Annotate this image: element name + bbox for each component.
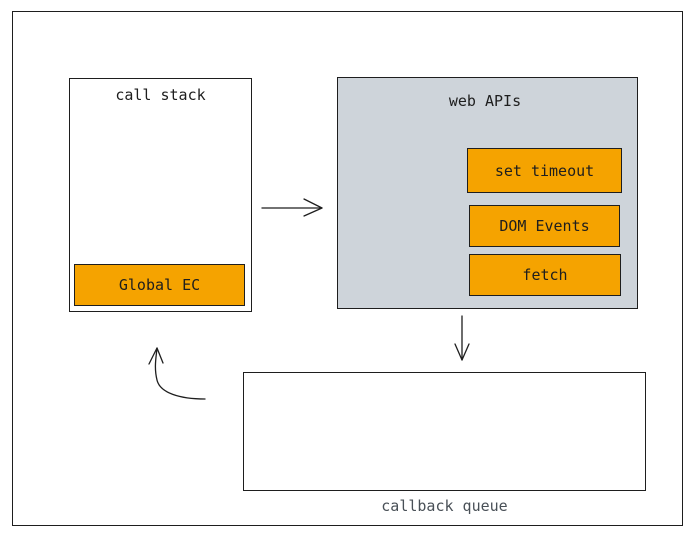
callback-queue-box [243,372,646,491]
web-api-dom-events: DOM Events [469,205,620,247]
arrow-stack-to-webapis [261,198,323,217]
web-api-set-timeout: set timeout [467,148,622,193]
arrow-queue-to-stack [148,347,206,400]
callback-queue-title: callback queue [381,497,508,515]
web-api-fetch: fetch [469,254,621,296]
web-apis-title: web APIs [448,92,522,110]
call-stack-frame-global-ec: Global EC [74,264,245,306]
call-stack-title: call stack [115,86,206,104]
arrow-webapis-to-queue [454,315,470,361]
diagram-frame [12,11,683,526]
